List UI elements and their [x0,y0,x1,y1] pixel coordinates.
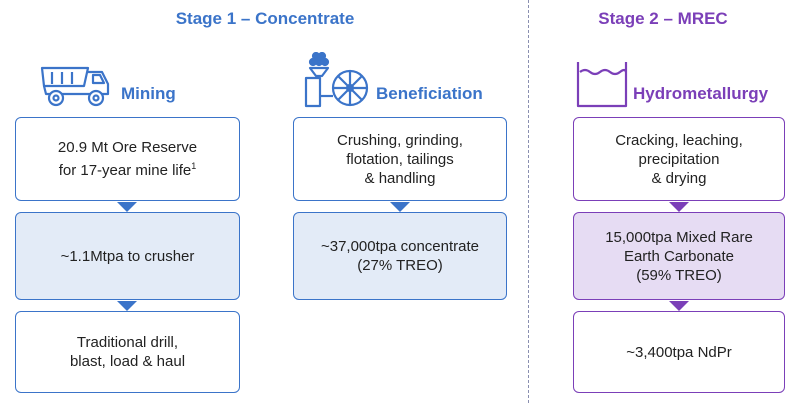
footnote-marker: 1 [191,161,197,171]
stage-2-title: Stage 2 – MREC [598,9,728,28]
mining-reserve-box: 20.9 Mt Ore Reserve for 17-year mine lif… [15,117,240,201]
mining-crusher-box: ~1.1Mtpa to crusher [15,212,240,300]
beneficiation-process-box: Crushing, grinding, flotation, tailings … [293,117,507,201]
beneficiation-output-text: ~37,000tpa concentrate (27% TREO) [320,238,480,274]
mining-method-text: Traditional drill, blast, load & haul [69,334,186,370]
crusher-mill-icon [304,52,369,108]
hydro-arrow-1 [669,202,689,212]
mining-header: Mining [121,84,176,103]
mining-reserve-text: 20.9 Mt Ore Reserve for 17-year mine lif… [57,139,198,179]
beneficiation-header: Beneficiation [376,84,483,103]
stage-1-title: Stage 1 – Concentrate [175,9,355,28]
hydro-mrec-text: 15,000tpa Mixed Rare Earth Carbonate (59… [605,228,753,284]
mining-arrow-2 [117,301,137,311]
stage-divider [528,0,529,403]
dump-truck-icon [40,66,110,107]
beneficiation-arrow-1 [390,202,410,212]
hydro-mrec-box: 15,000tpa Mixed Rare Earth Carbonate (59… [573,212,785,300]
liquid-tank-icon [576,62,628,108]
hydrometallurgy-header: Hydrometallurgy [633,84,769,103]
hydro-process-text: Cracking, leaching, precipitation & dryi… [615,131,743,187]
hydro-ndpr-text: ~3,400tpa NdPr [626,343,732,361]
beneficiation-process-text: Crushing, grinding, flotation, tailings … [337,131,463,187]
mining-method-box: Traditional drill, blast, load & haul [15,311,240,393]
beneficiation-output-box: ~37,000tpa concentrate (27% TREO) [293,212,507,300]
mining-arrow-1 [117,202,137,212]
hydro-arrow-2 [669,301,689,311]
hydro-process-box: Cracking, leaching, precipitation & dryi… [573,117,785,201]
hydro-ndpr-box: ~3,400tpa NdPr [573,311,785,393]
mining-crusher-text: ~1.1Mtpa to crusher [60,247,195,265]
